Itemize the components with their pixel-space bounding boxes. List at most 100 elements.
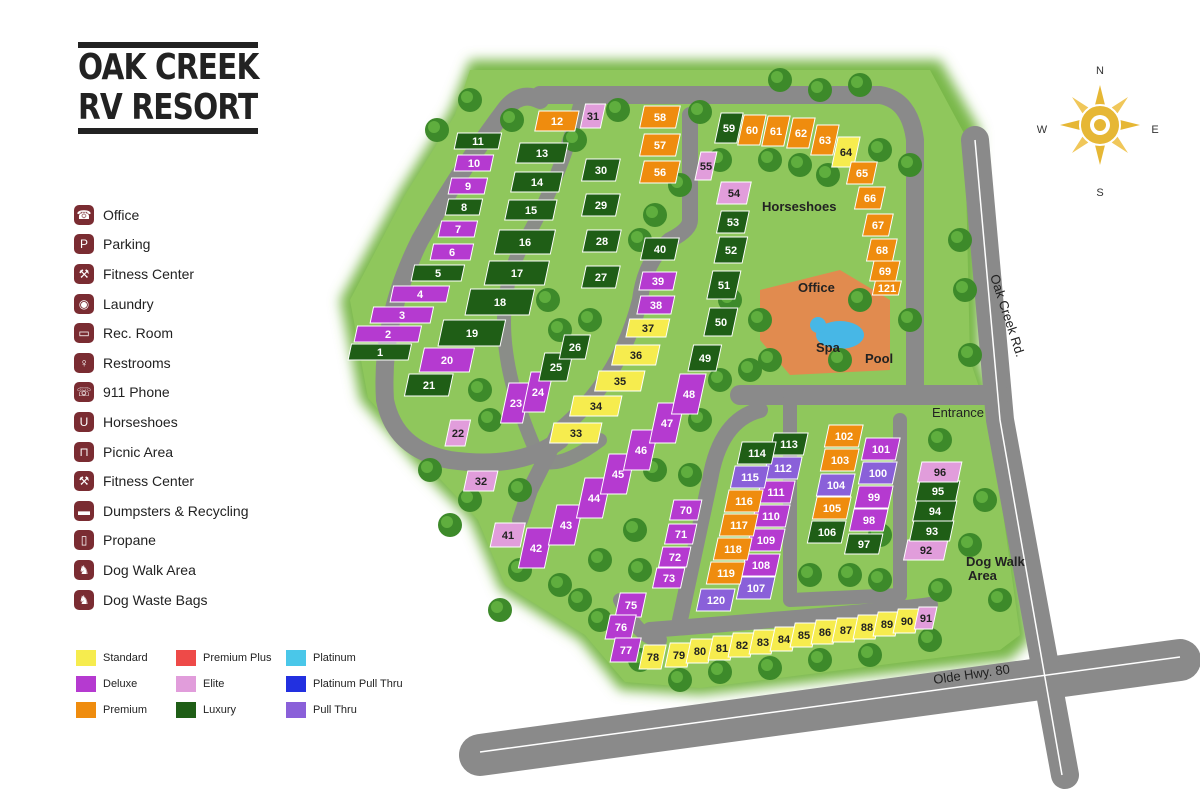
- site-plot: [569, 395, 623, 417]
- amenity-item: ⊓ Picnic Area: [74, 437, 249, 467]
- legend-item: Deluxe: [76, 676, 137, 692]
- site-number: 67: [872, 220, 884, 232]
- legend-swatch: [76, 702, 96, 718]
- site-number: 60: [746, 125, 758, 137]
- tree-highlight: [691, 103, 703, 115]
- site-number: 38: [650, 300, 662, 312]
- site-8: 8: [444, 198, 484, 216]
- site-number: 31: [587, 111, 599, 123]
- tree-highlight: [571, 591, 583, 603]
- site-plot: [705, 561, 746, 585]
- tree-highlight: [901, 156, 913, 168]
- site-number: 45: [612, 469, 624, 481]
- site-number: 39: [652, 276, 664, 288]
- amenity-item: ▯Propane: [74, 526, 249, 556]
- site-number: 22: [452, 428, 464, 440]
- site-83: 83: [748, 629, 777, 655]
- tree-highlight: [441, 516, 453, 528]
- site-plot: [718, 513, 759, 537]
- site-76: 76: [604, 614, 637, 640]
- site-plot: [611, 344, 661, 366]
- tree-highlight: [671, 671, 683, 683]
- site-55: 55: [694, 151, 718, 181]
- tree-highlight: [609, 101, 621, 113]
- site-43: 43: [547, 504, 584, 546]
- site-6: 6: [429, 243, 475, 261]
- tree-highlight: [761, 351, 773, 363]
- site-119: 119: [705, 561, 746, 585]
- site-14: 14: [510, 171, 564, 193]
- site-106: 106: [806, 520, 847, 544]
- amenity-item: ⚒Fitness Center: [74, 466, 249, 496]
- amenity-item: ⚒Fitness Center: [74, 259, 249, 289]
- site-number: 52: [725, 245, 737, 257]
- site-plot: [843, 533, 884, 555]
- site-number: 66: [864, 193, 876, 205]
- site-plot: [437, 220, 479, 238]
- site-number: 54: [728, 188, 741, 200]
- site-number: 119: [717, 568, 735, 580]
- site-58: 58: [638, 105, 681, 129]
- site-20: 20: [418, 347, 475, 373]
- site-75: 75: [614, 592, 647, 618]
- site-number: 89: [881, 619, 893, 631]
- tree-highlight: [646, 206, 658, 218]
- tree-highlight: [761, 659, 773, 671]
- amenity-label: Parking: [103, 236, 151, 253]
- tree-highlight: [751, 311, 763, 323]
- site-number: 79: [673, 650, 685, 662]
- site-number: 118: [724, 544, 742, 556]
- legend-item: Luxury: [176, 702, 236, 718]
- site-plot: [625, 318, 671, 338]
- site-plot: [639, 237, 680, 261]
- picnic-icon: ⊓: [74, 441, 94, 462]
- site-number: 24: [532, 387, 545, 399]
- site-plot: [729, 465, 770, 489]
- site-number: 36: [630, 350, 642, 362]
- tree-highlight: [841, 566, 853, 578]
- legend-label: Elite: [203, 678, 225, 690]
- tree-highlight: [819, 166, 831, 178]
- site-number: 47: [661, 418, 673, 430]
- site-plot: [715, 181, 752, 205]
- site-29: 29: [580, 193, 621, 217]
- site-number: 113: [780, 439, 798, 451]
- legend-item: Premium Plus: [176, 650, 271, 666]
- site-105: 105: [811, 496, 852, 520]
- site-plot: [786, 117, 816, 149]
- site-63: 63: [810, 124, 840, 156]
- site-96: 96: [917, 461, 963, 483]
- site-113: 113: [768, 432, 809, 456]
- title-rule-bottom: [78, 128, 258, 134]
- legend-swatch: [76, 650, 96, 666]
- tree-highlight: [591, 611, 603, 623]
- amenity-label: Picnic Area: [103, 443, 174, 460]
- site-9: 9: [447, 177, 489, 195]
- rec-room-icon: ▭: [74, 323, 94, 344]
- site-number: 33: [570, 428, 582, 440]
- site-number: 108: [752, 560, 770, 572]
- site-plot: [622, 429, 659, 471]
- site-number: 102: [835, 431, 853, 443]
- dog-waste-icon: ♞: [74, 589, 94, 610]
- site-86: 86: [810, 619, 839, 645]
- site-plot: [861, 213, 894, 237]
- site-number: 75: [625, 600, 637, 612]
- tree-highlight: [871, 141, 883, 153]
- site-62: 62: [786, 117, 816, 149]
- site-plot: [811, 496, 852, 520]
- site-65: 65: [845, 161, 878, 185]
- site-number: 107: [747, 583, 765, 595]
- legend-label: Platinum: [313, 652, 356, 664]
- legend-item: Platinum Pull Thru: [286, 676, 403, 692]
- amenity-item: ♞Dog Walk Area: [74, 555, 249, 585]
- legend-label: Standard: [103, 652, 148, 664]
- tree-highlight: [951, 231, 963, 243]
- site-number: 32: [475, 476, 487, 488]
- tree-highlight: [976, 491, 988, 503]
- site-plot: [510, 171, 564, 193]
- legend-label: Platinum Pull Thru: [313, 678, 403, 690]
- tree-highlight: [811, 651, 823, 663]
- site-number: 78: [647, 652, 659, 664]
